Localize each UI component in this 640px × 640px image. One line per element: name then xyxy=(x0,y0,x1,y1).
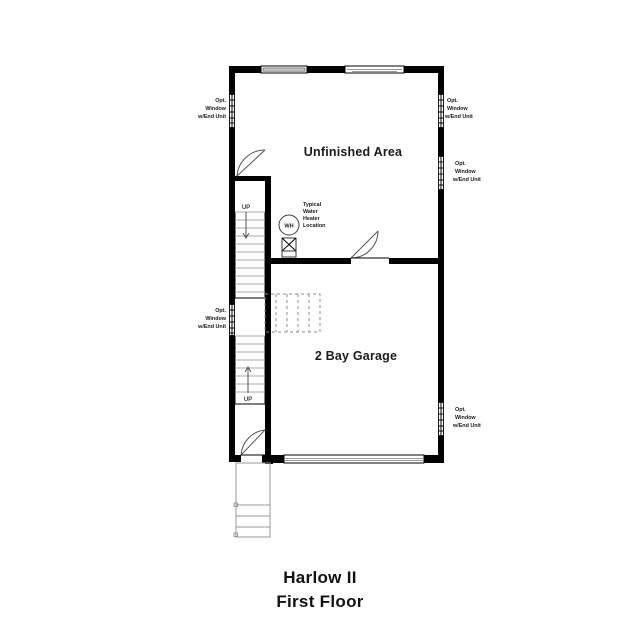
stairs-upper xyxy=(234,211,266,299)
opt-window-label-left-upper: Opt. Window w/End Unit xyxy=(197,98,227,120)
opt-window-hatch-right-middle xyxy=(438,156,444,190)
opt-window-hatch-right-lower xyxy=(438,402,444,436)
top-wall-window-right xyxy=(344,65,405,74)
wh-note-line-3: Heater xyxy=(303,216,321,222)
top-wall-window-left xyxy=(260,65,308,74)
wh-note-line-2: Water xyxy=(303,209,319,215)
furnace-symbol xyxy=(281,237,297,258)
opt-window-hatch-left-lower xyxy=(229,304,235,336)
stairs-lower xyxy=(234,335,266,405)
opt-left-lower-line-1: Opt. xyxy=(215,308,226,314)
door-garage-interior xyxy=(350,230,389,259)
opt-window-label-left-lower: Opt. Window w/End Unit xyxy=(197,308,227,330)
room-label-two-bay-garage: 2 Bay Garage xyxy=(315,349,397,363)
garage-door xyxy=(283,454,425,464)
water-heater-abbrev: WH xyxy=(284,223,293,229)
opt-right-lower-line-1: Opt. xyxy=(455,407,466,413)
door-stair-top xyxy=(236,149,266,177)
opt-window-label-right-lower: Opt. Window w/End Unit xyxy=(452,407,481,429)
wh-note-line-4: Location xyxy=(303,223,325,229)
opt-right-middle-line-1: Opt. xyxy=(455,161,466,167)
door-entry xyxy=(240,429,266,456)
opt-left-upper-line-3: w/End Unit xyxy=(197,114,226,120)
opt-window-hatch-left-upper xyxy=(229,94,235,128)
opt-window-hatch-right-upper xyxy=(438,94,444,128)
exterior-walls xyxy=(229,66,444,463)
opt-window-label-right-middle: Opt. Window w/End Unit xyxy=(452,161,481,183)
opt-right-middle-line-3: w/End Unit xyxy=(452,177,481,183)
opt-right-lower-line-2: Window xyxy=(455,415,476,421)
stair-up-label-lower: UP xyxy=(244,397,252,403)
entry-steps xyxy=(233,462,271,538)
interior-walls xyxy=(229,176,444,464)
plan-title-line-2: First Floor xyxy=(276,592,364,611)
opt-left-lower-line-3: w/End Unit xyxy=(197,324,226,330)
opt-right-lower-line-3: w/End Unit xyxy=(452,423,481,429)
opt-left-upper-line-2: Window xyxy=(205,106,226,112)
wh-note-line-1: Typical xyxy=(303,202,322,208)
stair-up-label-upper: UP xyxy=(242,205,250,211)
water-heater-note: Typical Water Heater Location xyxy=(303,202,325,229)
opt-left-lower-line-2: Window xyxy=(205,316,226,322)
water-heater-symbol xyxy=(278,214,300,236)
opt-right-middle-line-2: Window xyxy=(455,169,476,175)
opt-window-label-right-upper: Opt. Window w/End Unit xyxy=(444,98,473,120)
opt-right-upper-line-2: Window xyxy=(447,106,468,112)
opt-left-upper-line-1: Opt. xyxy=(215,98,226,104)
dashed-overhead-grid xyxy=(264,293,321,333)
room-label-unfinished-area: Unfinished Area xyxy=(304,145,403,159)
opt-right-upper-line-1: Opt. xyxy=(447,98,458,104)
opt-right-upper-line-3: w/End Unit xyxy=(444,114,473,120)
plan-title-line-1: Harlow II xyxy=(283,568,357,587)
plan-title: Harlow II First Floor xyxy=(0,566,640,614)
